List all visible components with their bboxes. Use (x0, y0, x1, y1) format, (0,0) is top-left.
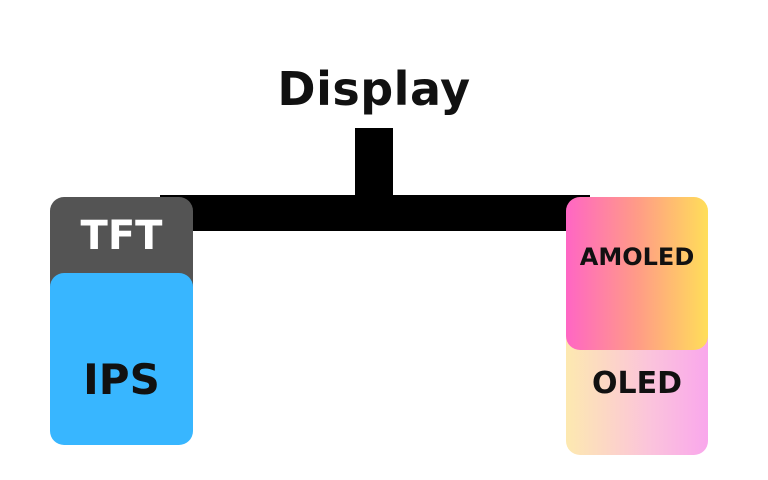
node-amoled: AMOLED (566, 197, 708, 350)
node-ips-label: IPS (83, 355, 160, 404)
node-amoled-label: AMOLED (579, 243, 695, 271)
node-tft-label: TFT (80, 213, 163, 259)
connector-bar (160, 195, 590, 231)
node-ips: IPS (50, 273, 193, 445)
node-oled-label: OLED (591, 366, 682, 401)
connector-stem (355, 128, 393, 203)
diagram-root-title: Display (277, 62, 471, 116)
